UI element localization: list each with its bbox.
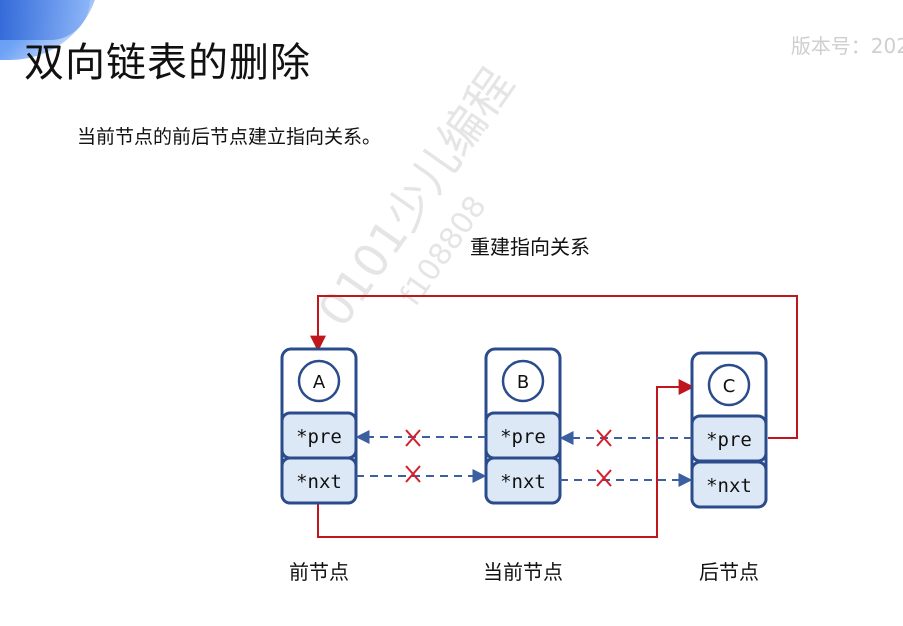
- node-a-pre-label: *pre: [296, 426, 342, 448]
- caption-prev-node: 前节点: [289, 560, 349, 584]
- node-b: B *pre *nxt: [484, 347, 562, 505]
- node-a-circle: [297, 359, 341, 403]
- caption-next-node: 后节点: [699, 560, 759, 584]
- relink-arrow-pre: [310, 295, 798, 439]
- node-c-letter: C: [723, 376, 736, 397]
- node-a-letter: A: [313, 372, 326, 393]
- node-a: A *pre *nxt: [280, 347, 358, 505]
- version-label: 版本号：202: [790, 34, 903, 58]
- node-b-circle: [501, 359, 545, 403]
- break-mark-3: [596, 429, 612, 447]
- break-mark-4: [596, 469, 612, 487]
- caption-current-node: 当前节点: [483, 560, 563, 584]
- node-c: C *pre *nxt: [690, 351, 768, 509]
- break-mark-1: [405, 429, 421, 447]
- node-a-nxt-label: *nxt: [296, 471, 342, 493]
- node-c-nxt-label: *nxt: [706, 475, 752, 497]
- subtitle: 当前节点的前后节点建立指向关系。: [77, 126, 382, 148]
- page-title: 双向链表的删除: [24, 40, 311, 86]
- relink-arrow-nxt: [317, 379, 695, 538]
- node-b-pre-label: *pre: [500, 426, 546, 448]
- node-b-nxt-label: *nxt: [500, 471, 546, 493]
- node-c-pre-label: *pre: [706, 429, 752, 451]
- node-b-letter: B: [517, 372, 529, 393]
- break-mark-2: [405, 465, 421, 483]
- node-c-circle: [707, 363, 751, 407]
- relink-label: 重建指向关系: [470, 235, 590, 259]
- node-a-nxt-field: [280, 456, 358, 505]
